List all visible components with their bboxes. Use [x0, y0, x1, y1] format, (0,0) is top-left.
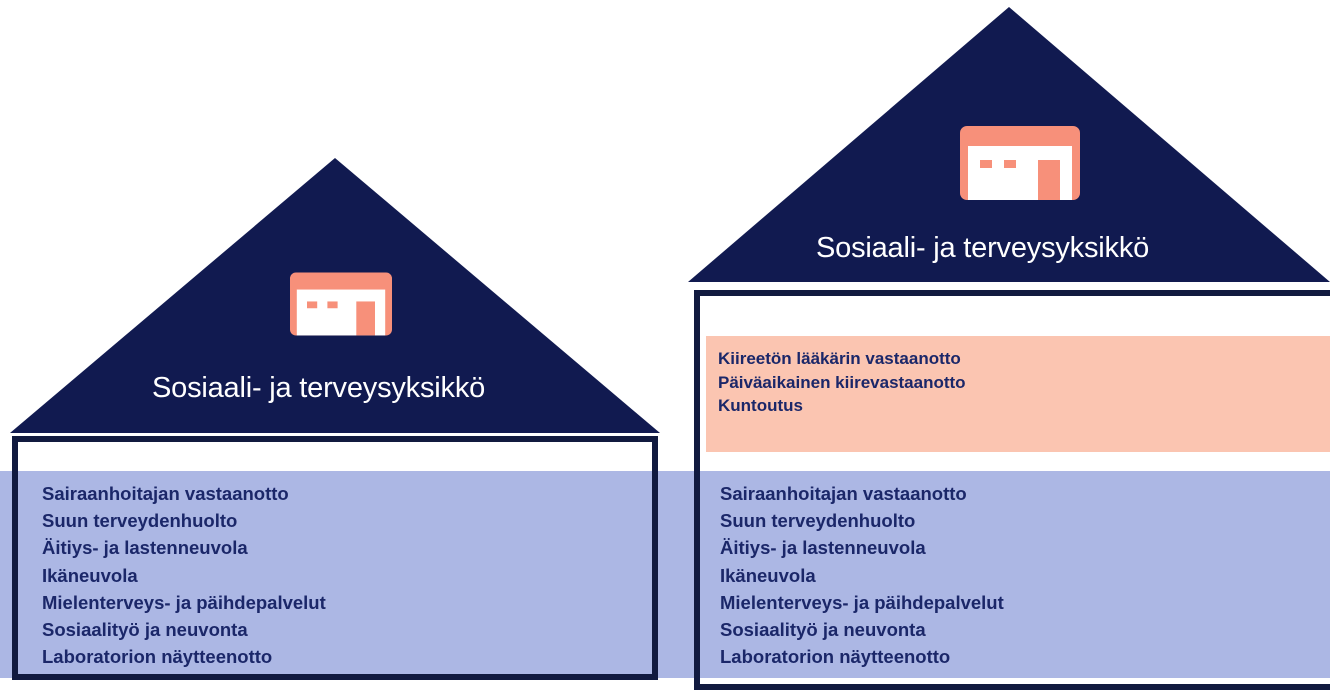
- service-list: Sairaanhoitajan vastaanotto Suun terveyd…: [42, 480, 326, 670]
- service-item: Mielenterveys- ja päihdepalvelut: [42, 591, 326, 613]
- service-item: Laboratorion näytteenotto: [42, 646, 273, 668]
- service-item: Suun terveydenhuolto: [720, 510, 916, 532]
- service-item: Sosiaalityö ja neuvonta: [720, 619, 926, 641]
- service-item: Äitiys- ja lastenneuvola: [42, 537, 248, 559]
- building-icon: [960, 126, 1080, 200]
- service-item: Sairaanhoitajan vastaanotto: [720, 483, 967, 504]
- service-item: Sairaanhoitajan vastaanotto: [42, 483, 289, 504]
- extra-service-list: Kiireetön lääkärin vastaanotto Päiväaika…: [718, 347, 966, 418]
- base-services-band: [0, 471, 1330, 678]
- extra-services-box: [706, 336, 1330, 452]
- extra-service-item: Kiireetön lääkärin vastaanotto: [718, 349, 961, 368]
- service-item: Ikäneuvola: [42, 564, 138, 586]
- service-item: Laboratorion näytteenotto: [720, 646, 951, 668]
- extra-service-item: Kuntoutus: [718, 396, 803, 415]
- extra-service-item: Päiväaikainen kiirevastaanotto: [718, 372, 966, 392]
- building-icon: [290, 272, 392, 336]
- service-item: Ikäneuvola: [720, 564, 816, 586]
- unit-building-left: [12, 436, 658, 680]
- service-list: Sairaanhoitajan vastaanotto Suun terveyd…: [720, 480, 1004, 670]
- service-item: Sosiaalityö ja neuvonta: [42, 619, 248, 641]
- service-item: Suun terveydenhuolto: [42, 510, 238, 532]
- unit-title: Sosiaali- ja terveysyksikkö: [152, 372, 486, 404]
- service-item: Mielenterveys- ja päihdepalvelut: [720, 591, 1004, 613]
- unit-title: Sosiaali- ja terveysyksikkö: [816, 232, 1150, 264]
- service-item: Äitiys- ja lastenneuvola: [720, 537, 926, 559]
